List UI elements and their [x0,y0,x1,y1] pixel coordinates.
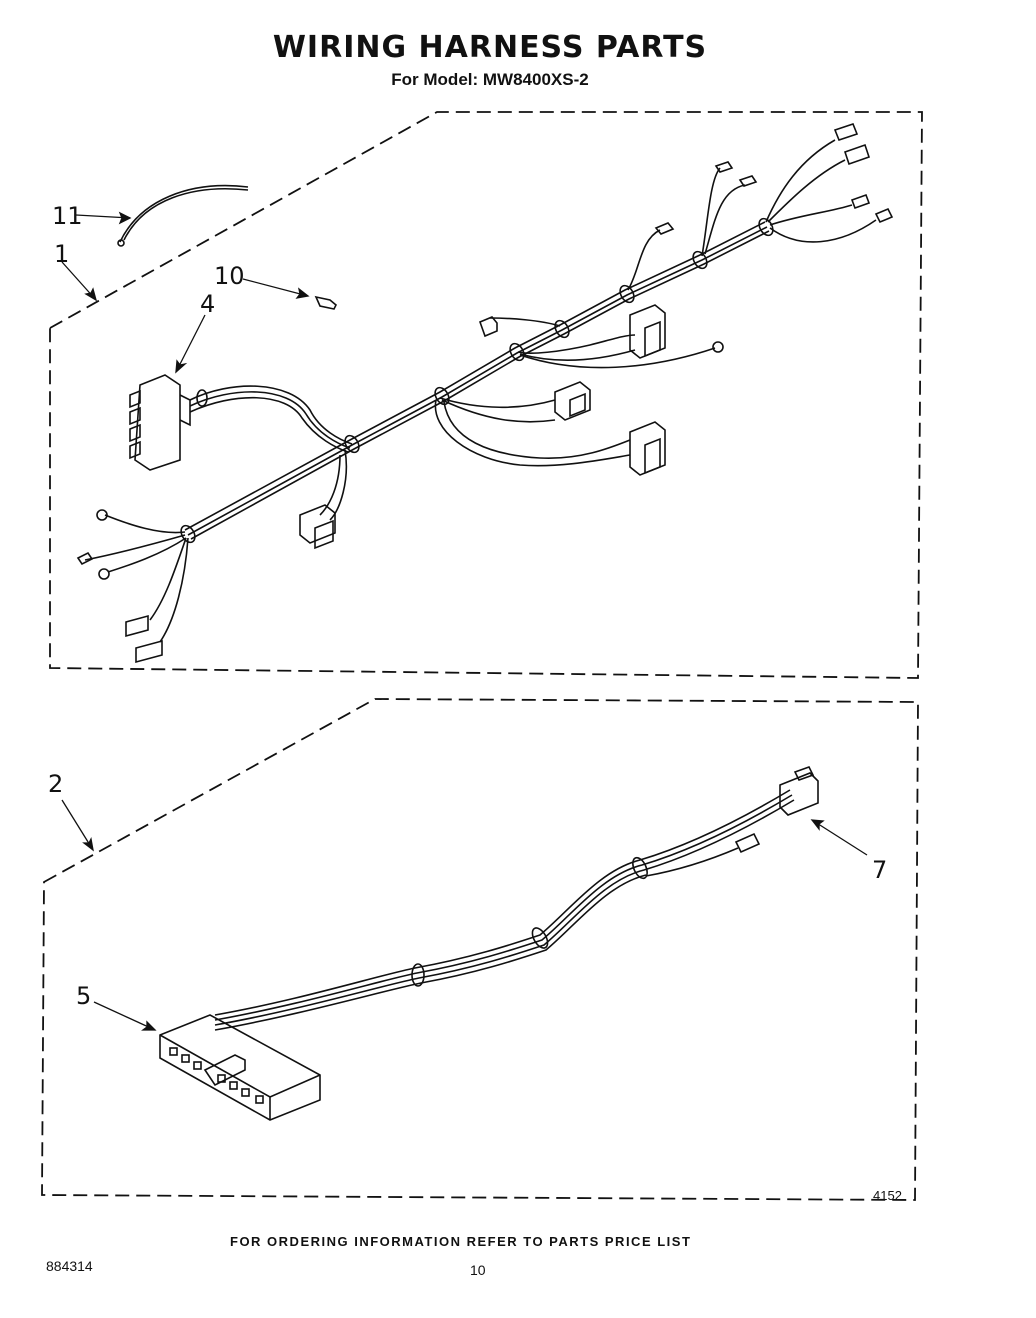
lower-harness [159,766,819,1121]
callout-5: 5 [76,982,92,1010]
model-subtitle: For Model: MW8400XS-2 [391,70,589,89]
page-number: 10 [470,1262,486,1278]
upper-panel-border [49,111,923,679]
callout-4: 4 [200,290,216,318]
leader-lines [61,211,868,1031]
part-5-connector [159,1014,321,1121]
page-title: WIRING HARNESS PARTS [272,30,708,65]
figure-id: 4152 [873,1188,902,1203]
callout-2: 2 [48,770,64,798]
callout-10: 10 [214,262,245,290]
document-number: 884314 [46,1258,93,1274]
part-4-connector [129,374,191,471]
part-7-connector [779,766,819,816]
main-harness [76,123,894,664]
lower-panel-border [41,698,919,1201]
callout-7: 7 [872,856,888,884]
ordering-note: FOR ORDERING INFORMATION REFER TO PARTS … [230,1234,692,1249]
callout-11: 11 [52,202,83,230]
part-10-terminal [314,295,337,310]
callout-1: 1 [54,240,70,268]
part-11-wire [117,184,249,247]
